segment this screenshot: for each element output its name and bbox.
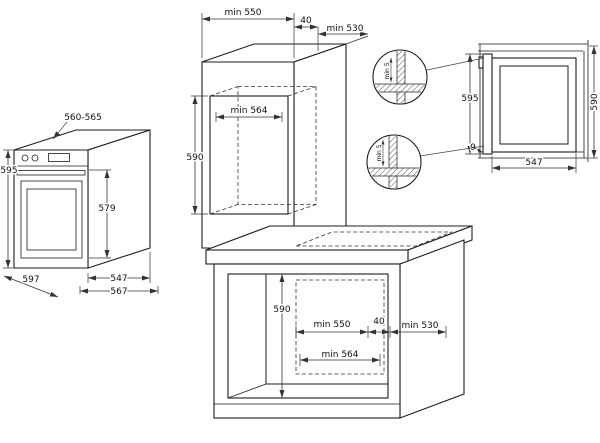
base-width-label: min 550 — [313, 320, 350, 330]
base-gap-label: 40 — [373, 317, 385, 327]
oven-display — [48, 153, 70, 162]
oven-width-label: 597 — [22, 275, 39, 285]
oven-side-face — [87, 129, 151, 269]
oven-niche-width-label: 560-565 — [64, 113, 102, 123]
side-front-height-label: 595 — [461, 94, 478, 104]
oven-3d-view: 595 560-565 579 597 547 567 — [0, 112, 159, 299]
tall-cabinet-view: min 550 40 min 530 590 min 564 — [185, 7, 369, 249]
detail-bottom-gap-label: min 5 — [376, 144, 383, 161]
side-rear-height-label: 590 — [590, 93, 600, 110]
oven-height-label: 595 — [0, 166, 17, 176]
cabinet-gap-label: 40 — [300, 16, 312, 26]
detail-circle-top-content: min 5 — [374, 51, 426, 103]
oven-knob — [21, 154, 29, 162]
oven-section-handle — [478, 56, 484, 69]
cabinet-niche-height-label: 590 — [186, 153, 203, 163]
worktop-front-edge — [205, 249, 409, 265]
base-niche-opening — [227, 273, 389, 399]
cabinet-width-label: min 550 — [224, 8, 261, 18]
base-depth-label: min 530 — [401, 321, 438, 331]
cabinet-side-face — [293, 43, 347, 249]
oven-section-body — [491, 57, 577, 153]
base-cabinet-view: 590 min 550 40 min 530 min 564 — [205, 225, 473, 419]
oven-depth-label: 547 — [110, 274, 127, 284]
oven-section-door — [482, 53, 493, 155]
detail-circles: min 5 min 5 — [366, 49, 485, 190]
cabinet-depth-label: min 530 — [326, 24, 363, 34]
oven-knob — [31, 154, 39, 162]
side-section-view: 595 9 590 547 — [460, 40, 600, 173]
detail-circle-bottom-content: min 5 — [368, 136, 420, 188]
base-niche-height-label: 590 — [273, 305, 290, 315]
cabinet-inner-width-label: min 564 — [230, 106, 267, 116]
oven-front-height-label: 579 — [98, 204, 115, 214]
oven-handle — [16, 170, 86, 176]
cabinet-niche-hidden-depth — [237, 86, 317, 205]
oven-door-glass — [26, 188, 77, 251]
oven-depth-door-label: 567 — [110, 287, 127, 297]
base-niche-interior — [228, 274, 388, 398]
detail-top-gap-label: min 5 — [384, 62, 391, 79]
worktop-cutout-hidden — [295, 231, 453, 247]
base-inner-width-label: min 564 — [321, 350, 358, 360]
side-depth-label: 547 — [525, 158, 542, 168]
